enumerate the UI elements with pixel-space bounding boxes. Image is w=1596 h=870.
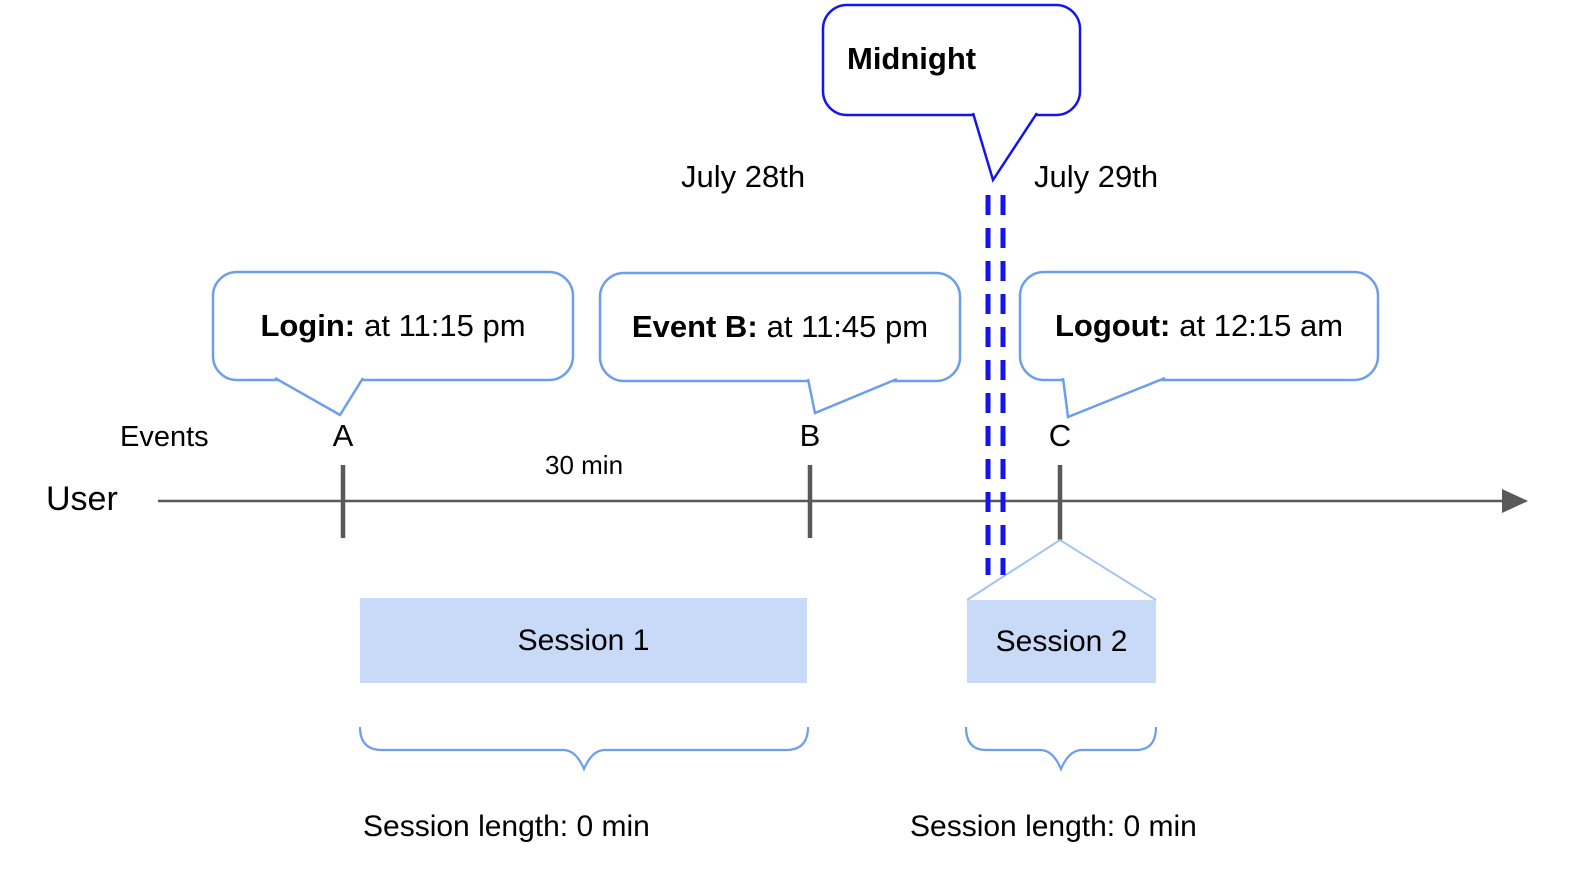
midnight-bubble-tail — [971, 112, 1039, 183]
date-label-july-29: July 29th — [1034, 159, 1159, 194]
session-1-name: Session 1 — [517, 623, 650, 657]
session-2-name: Session 2 — [995, 624, 1128, 658]
logout-bubble — [1018, 270, 1380, 382]
logout-bubble-tail — [1061, 376, 1166, 419]
logout-label: Logout: — [1054, 308, 1171, 343]
midnight-label: Midnight — [847, 41, 977, 76]
login-label: Login: — [260, 308, 356, 343]
event-b-bubble-tail — [806, 377, 898, 415]
event-b-label: Event B: — [631, 309, 758, 344]
interval-label-30-min: 30 min — [545, 450, 624, 480]
timeline-arrowhead — [1502, 489, 1528, 513]
session-1-brace — [358, 726, 810, 772]
logout-bubble-text: Logout: at 12:15 am — [1020, 272, 1378, 380]
session-2-bar — [967, 600, 1156, 683]
event-b-time: at 11:45 pm — [766, 309, 929, 344]
session-2-brace — [964, 726, 1158, 772]
login-bubble — [211, 270, 575, 382]
session-2-expansion-lines — [966, 538, 1157, 601]
user-row-label: User — [46, 480, 118, 518]
midnight-bubble — [821, 3, 1082, 117]
session-2-length-label: Session length: 0 min — [910, 810, 1197, 843]
marker-b: B — [799, 418, 821, 453]
event-b-bubble-text: Event B: at 11:45 pm — [600, 273, 960, 381]
login-time: at 11:15 pm — [364, 308, 526, 343]
logout-time: at 12:15 am — [1179, 308, 1344, 343]
session-1-length-label: Session length: 0 min — [363, 810, 650, 843]
events-row-label: Events — [120, 421, 209, 453]
marker-c: C — [1048, 418, 1072, 453]
login-bubble-tail — [274, 376, 365, 417]
login-bubble-text: Login: at 11:15 pm — [213, 272, 573, 380]
session-1-bar — [360, 598, 807, 683]
date-label-july-28: July 28th — [681, 159, 806, 194]
marker-a: A — [332, 418, 354, 453]
event-b-bubble — [598, 271, 962, 383]
